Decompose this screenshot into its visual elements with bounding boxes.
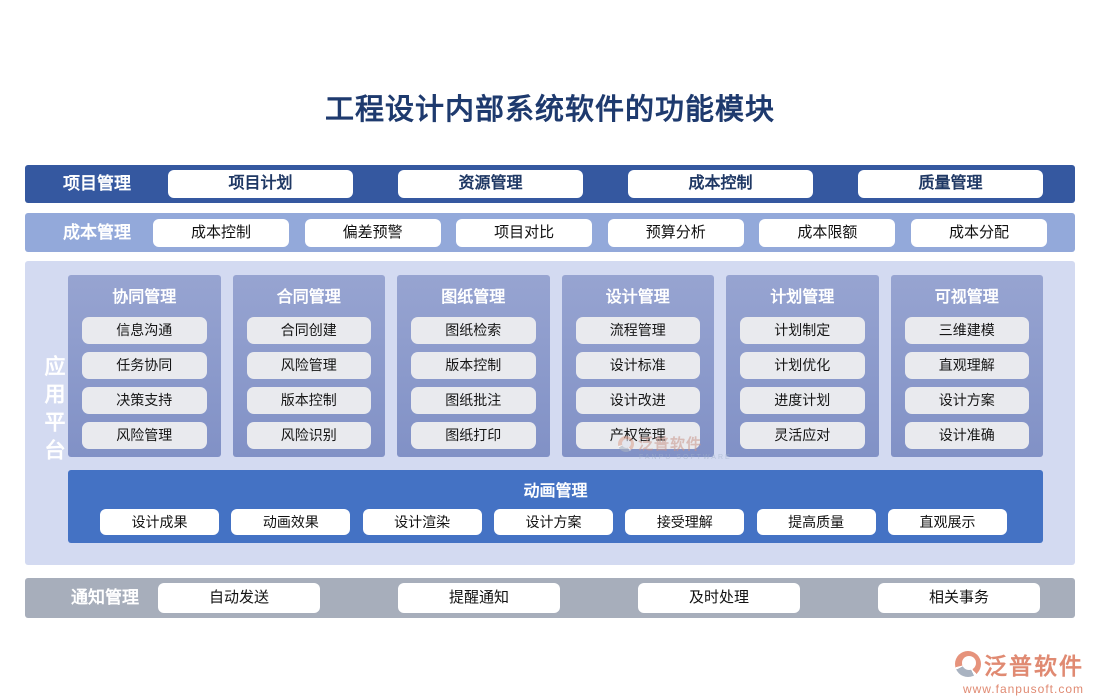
- module-item[interactable]: 信息沟通: [82, 317, 207, 344]
- column-header: 设计管理: [605, 289, 670, 306]
- improve-quality-button[interactable]: 提高质量: [756, 509, 876, 535]
- budget-analysis-button[interactable]: 预算分析: [607, 219, 744, 247]
- module-item[interactable]: 任务协同: [82, 352, 207, 379]
- cost-management-buttons: 成本控制 偏差预警 项目对比 预算分析 成本限额 成本分配: [153, 219, 1047, 247]
- column-design: 设计管理 流程管理 设计标准 设计改进 产权管理: [561, 275, 714, 457]
- deviation-warning-button[interactable]: 偏差预警: [304, 219, 441, 247]
- column-collaboration: 协同管理 信息沟通 任务协同 决策支持 风险管理: [68, 275, 221, 457]
- module-item[interactable]: 风险管理: [246, 352, 371, 379]
- module-item[interactable]: 灵活应对: [740, 422, 865, 449]
- reminder-notice-button[interactable]: 提醒通知: [398, 583, 560, 613]
- module-item[interactable]: 直观理解: [904, 352, 1029, 379]
- module-item[interactable]: 设计标准: [575, 352, 700, 379]
- column-header: 合同管理: [276, 289, 341, 306]
- center-watermark: 泛普软件 FANPU SOFTWARE: [618, 433, 732, 461]
- module-item[interactable]: 决策支持: [82, 387, 207, 414]
- module-item[interactable]: 风险识别: [246, 422, 371, 449]
- project-management-band: 项目管理 项目计划 资源管理 成本控制 质量管理: [25, 165, 1075, 203]
- module-item[interactable]: 图纸批注: [411, 387, 536, 414]
- project-management-label: 项目管理: [63, 174, 131, 193]
- watermark-subtitle: FANPU SOFTWARE: [639, 454, 732, 461]
- module-item[interactable]: 计划优化: [740, 352, 865, 379]
- module-item[interactable]: 设计改进: [575, 387, 700, 414]
- cost-limit-button[interactable]: 成本限额: [759, 219, 896, 247]
- column-drawing: 图纸管理 图纸检索 版本控制 图纸批注 图纸打印: [397, 275, 550, 457]
- module-item[interactable]: 版本控制: [411, 352, 536, 379]
- project-compare-button[interactable]: 项目对比: [456, 219, 593, 247]
- visual-display-button[interactable]: 直观展示: [887, 509, 1007, 535]
- column-header: 可视管理: [934, 289, 999, 306]
- animation-management-buttons: 设计成果 动画效果 设计渲染 设计方案 接受理解 提高质量 直观展示: [100, 509, 1007, 535]
- application-platform-label: 应用平台: [42, 355, 65, 467]
- accept-understand-button[interactable]: 接受理解: [625, 509, 745, 535]
- resource-management-button[interactable]: 资源管理: [398, 170, 583, 198]
- module-item[interactable]: 设计准确: [904, 422, 1029, 449]
- project-management-buttons: 项目计划 资源管理 成本控制 质量管理: [168, 170, 1043, 198]
- module-item[interactable]: 风险管理: [82, 422, 207, 449]
- watermark-name: 泛普软件: [638, 436, 703, 453]
- column-header: 计划管理: [770, 289, 835, 306]
- module-item[interactable]: 三维建模: [904, 317, 1029, 344]
- animation-management-band: 动画管理 设计成果 动画效果 设计渲染 设计方案 接受理解 提高质量 直观展示: [68, 470, 1043, 543]
- module-item[interactable]: 图纸打印: [411, 422, 536, 449]
- design-scheme-button[interactable]: 设计方案: [493, 509, 613, 535]
- quality-management-button[interactable]: 质量管理: [858, 170, 1043, 198]
- column-planning: 计划管理 计划制定 计划优化 进度计划 灵活应对: [726, 275, 879, 457]
- cost-allocation-button[interactable]: 成本分配: [910, 219, 1047, 247]
- design-result-button[interactable]: 设计成果: [100, 509, 219, 535]
- module-item[interactable]: 设计方案: [904, 387, 1029, 414]
- column-contract: 合同管理 合同创建 风险管理 版本控制 风险识别: [232, 275, 385, 457]
- animation-management-label: 动画管理: [523, 483, 588, 500]
- column-header: 协同管理: [112, 289, 177, 306]
- module-item[interactable]: 合同创建: [246, 317, 371, 344]
- module-item[interactable]: 图纸检索: [411, 317, 536, 344]
- column-visualization: 可视管理 三维建模 直观理解 设计方案 设计准确: [890, 275, 1043, 457]
- fanpu-logo-icon: [618, 435, 634, 452]
- fanpu-logo: 泛普软件 www.fanpusoft.com: [955, 647, 1084, 696]
- module-item[interactable]: 流程管理: [575, 317, 700, 344]
- fanpu-logo-icon: [955, 651, 981, 677]
- notification-management-label: 通知管理: [71, 588, 139, 607]
- module-item[interactable]: 进度计划: [740, 387, 865, 414]
- cost-control-button[interactable]: 成本控制: [628, 170, 813, 198]
- module-item[interactable]: 计划制定: [740, 317, 865, 344]
- application-platform-panel: 应用平台 协同管理 信息沟通 任务协同 决策支持 风险管理 合同管理 合同创建 …: [25, 261, 1075, 565]
- project-plan-button[interactable]: 项目计划: [168, 170, 353, 198]
- logo-name: 泛普软件: [984, 653, 1084, 679]
- page-title: 工程设计内部系统软件的功能模块: [324, 94, 775, 126]
- auto-send-button[interactable]: 自动发送: [158, 583, 320, 613]
- column-header: 图纸管理: [441, 289, 506, 306]
- timely-handle-button[interactable]: 及时处理: [638, 583, 800, 613]
- cost-control-button[interactable]: 成本控制: [153, 219, 289, 247]
- animation-effect-button[interactable]: 动画效果: [231, 509, 351, 535]
- notification-management-band: 通知管理 自动发送 提醒通知 及时处理 相关事务: [25, 578, 1075, 618]
- module-columns: 协同管理 信息沟通 任务协同 决策支持 风险管理 合同管理 合同创建 风险管理 …: [68, 275, 1043, 457]
- module-item[interactable]: 版本控制: [246, 387, 371, 414]
- related-affairs-button[interactable]: 相关事务: [878, 583, 1040, 613]
- design-render-button[interactable]: 设计渲染: [362, 509, 482, 535]
- cost-management-label: 成本管理: [63, 223, 131, 242]
- notification-buttons: 自动发送 提醒通知 及时处理 相关事务: [158, 583, 1040, 613]
- logo-url: www.fanpusoft.com: [962, 682, 1084, 696]
- cost-management-band: 成本管理 成本控制 偏差预警 项目对比 预算分析 成本限额 成本分配: [25, 213, 1075, 252]
